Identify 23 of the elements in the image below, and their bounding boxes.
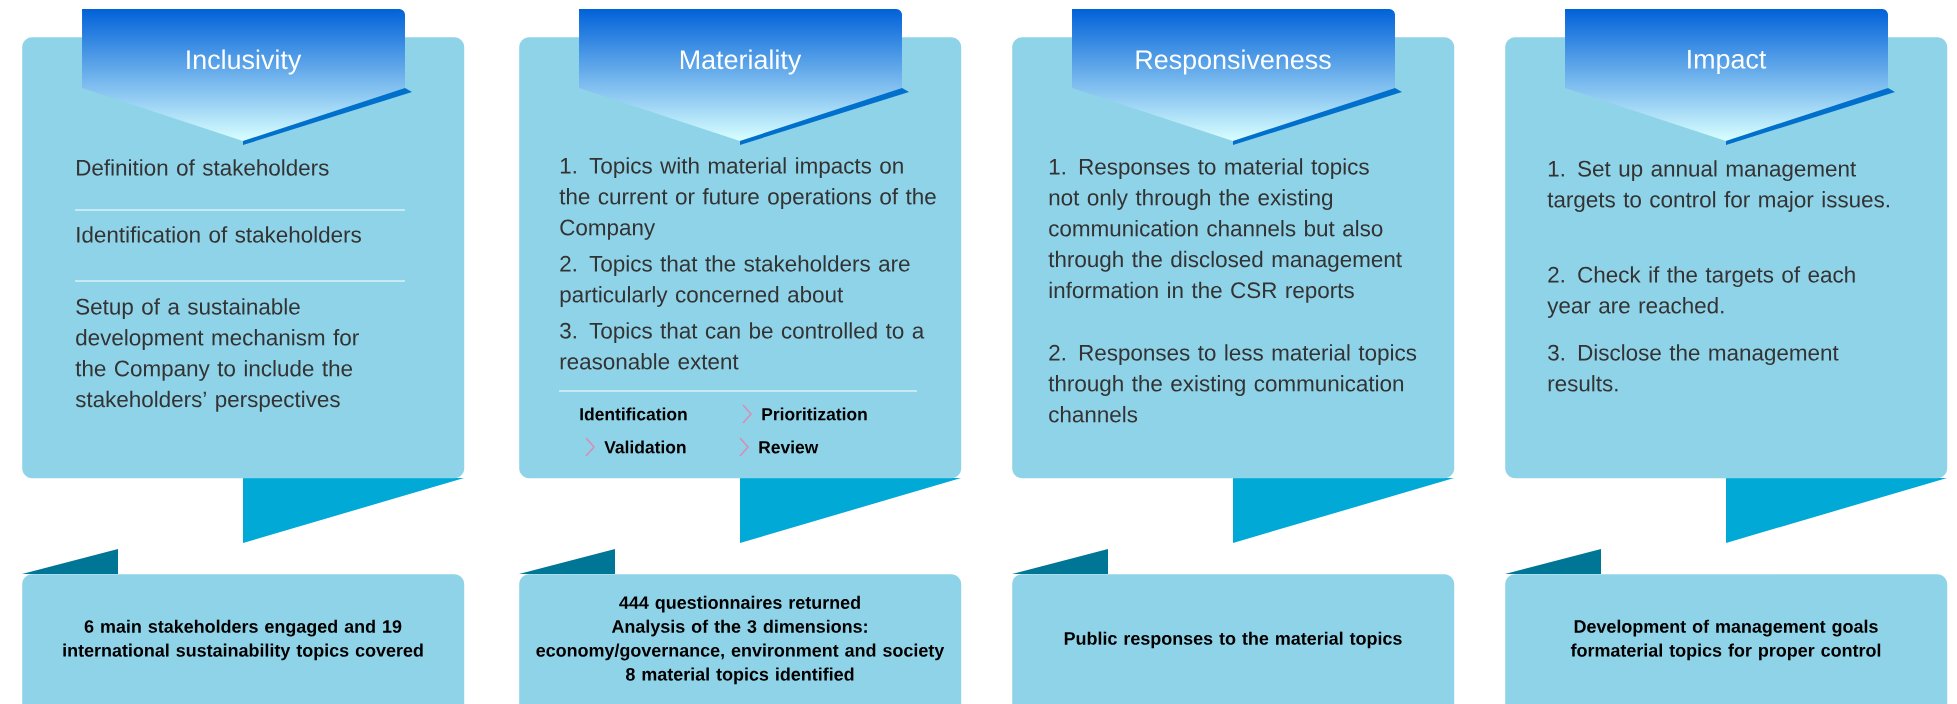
summary-box: Development of management goals formaterial topics for proper control bbox=[1505, 574, 1948, 704]
step-label: Identification bbox=[580, 407, 687, 421]
list-item: 1. Set up annual management targets to control for major issues. bbox=[1547, 160, 1889, 212]
list-item: 2. Check if the targets of each year are reached. bbox=[1547, 266, 1855, 318]
header-banner: Materiality bbox=[680, 49, 909, 145]
list-item: 2. Topics that the stakeholders are particularly concerned about bbox=[560, 255, 910, 307]
list-item: Identification of stakeholders bbox=[77, 226, 361, 243]
header-banner: Responsiveness bbox=[1136, 49, 1402, 145]
step-label: Validation bbox=[604, 440, 686, 454]
header-banner: Impact bbox=[1688, 49, 1895, 145]
summary-box: 444 questionnaires returned Analysis of the 3 dimensions: economy/governance, environment and society 8 material topics identified bbox=[519, 574, 962, 704]
list-item: Definition of stakeholders bbox=[77, 159, 329, 176]
list-item: 3. Disclose the management results. bbox=[1548, 344, 1839, 392]
list-item: Setup of a sustainable development mechanism for the Company to include the stakeholders’ perspectives bbox=[75, 298, 359, 412]
header-banner: Inclusivity bbox=[187, 49, 412, 145]
list-item: 3. Topics that can be controlled to a reasonable extent bbox=[560, 322, 925, 370]
summary-box: Public responses to the material topics bbox=[1012, 574, 1455, 704]
list-item: 1. Responses to material topics not only through the existing communication channels but also through the disclosed management information in the CSR reports bbox=[1048, 158, 1402, 303]
step-label: Review bbox=[759, 440, 819, 454]
summary-box: 6 main stakeholders engaged and 19 international sustainability topics covered bbox=[22, 574, 465, 704]
list-item: 1. Topics with material impacts on the current or future operations of the Company bbox=[559, 157, 936, 240]
list-item: 2. Responses to less material topics through the existing communication channels bbox=[1048, 344, 1417, 423]
step-label: Prioritization bbox=[762, 407, 867, 421]
